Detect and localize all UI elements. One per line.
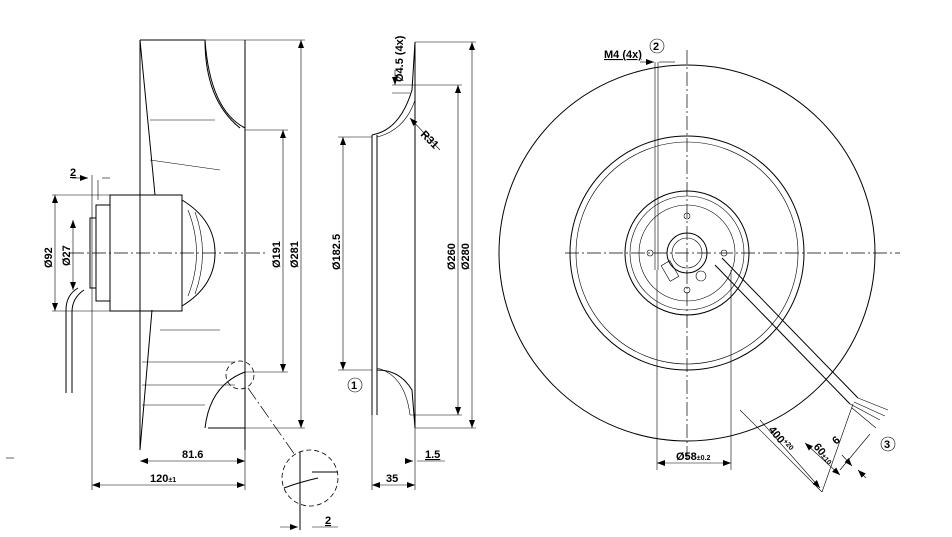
detail-dim: 2 [325,515,331,527]
dim-d191: Ø191 [271,241,283,268]
callout-2: 2 [653,41,659,53]
callout-3: 3 [884,439,890,451]
front-view: 3 M4 (4x) 2 Ø58±0.2 400+20 60±10 6 [498,38,900,493]
dim-120: 120±1 [150,473,176,485]
dim-d27: Ø27 [61,245,73,266]
side-view: 2 Ø92 Ø27 Ø191 Ø281 81.6 120±1 2 [6,39,339,530]
dim-d280: Ø280 [460,243,472,270]
dim-d281: Ø281 [289,241,301,268]
dim-1-5: 1.5 [425,449,440,461]
dim-d92: Ø92 [43,247,55,268]
callout-1: 1 [351,380,357,392]
dim-d58: Ø58±0.2 [676,451,710,463]
detail-circle [281,449,339,507]
dim-35: 35 [386,473,398,485]
dim-mounting-hole: Ø4.5 (4x) [394,35,406,82]
section-view: Ø182.5 Ø260 Ø280 Ø4.5 (4x) R31 1 35 1.5 [331,35,476,490]
dim-d260: Ø260 [446,243,458,270]
dim-d182-5: Ø182.5 [331,234,343,270]
dim-flange-thickness: 2 [70,167,76,179]
dim-wire-strip: 6 [830,434,842,447]
dim-strip-length: 60±10 [811,441,836,467]
thread-label: M4 (4x) [604,49,642,61]
dim-81-6: 81.6 [182,449,203,461]
dim-radius: R31 [418,129,441,152]
